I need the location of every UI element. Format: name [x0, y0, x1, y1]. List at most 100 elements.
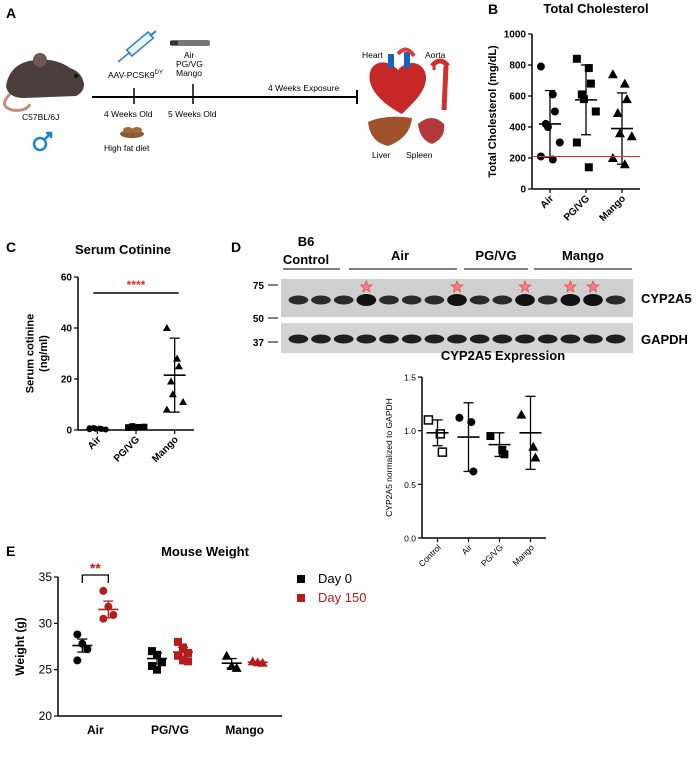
organ-spleen-label: Spleen [406, 150, 433, 160]
data-point [591, 107, 600, 116]
data-point [516, 409, 527, 419]
y-axis-label: Total Cholesterol (mg/dL) [487, 45, 499, 178]
legend-marker [297, 594, 305, 602]
x-tick-label: Air [459, 542, 474, 557]
organ-liver-label: Liver [372, 150, 391, 160]
data-point [586, 79, 595, 88]
data-point [548, 90, 557, 99]
cyp2a5-band [356, 294, 377, 306]
data-point [612, 108, 623, 118]
cyp2a5-band [537, 295, 558, 305]
injection-label: AAV-PCSK9DY [108, 70, 163, 80]
gapdh-band [583, 334, 603, 344]
data-point [572, 54, 581, 63]
y-tick-label: 20 [39, 709, 53, 723]
panel-a-label: A [6, 5, 16, 21]
data-point [179, 397, 188, 405]
panel-e-label: E [6, 543, 15, 559]
data-point [498, 445, 507, 454]
y-tick-label: 1.0 [404, 426, 416, 436]
cyp2a5-band [333, 295, 354, 305]
y-tick-label: 30 [39, 616, 53, 630]
gapdh-band [424, 334, 445, 344]
data-point [174, 637, 182, 646]
gapdh-band [333, 334, 354, 344]
significance-bracket [81, 574, 109, 583]
data-point [530, 452, 541, 462]
cyp2a5-band [401, 295, 422, 305]
data-point [109, 610, 118, 619]
x-tick-label: Air [86, 434, 104, 452]
food-pellets-icon [120, 127, 144, 138]
y-tick-label: 20 [61, 375, 73, 386]
x-tick-label: Air [87, 723, 104, 737]
data-point [621, 94, 632, 104]
blot-group-control: Control [283, 252, 329, 267]
significance-stars: **** [127, 278, 146, 292]
y-tick-label: 40 [61, 324, 73, 335]
data-point [455, 413, 464, 422]
data-point [584, 163, 593, 172]
syringe-icon [117, 30, 157, 63]
data-point [435, 429, 446, 439]
legend-marker [297, 575, 305, 583]
gapdh-band [605, 334, 626, 344]
x-tick-label: PG/VG [479, 542, 505, 568]
significance-stars: ** [90, 560, 101, 576]
data-point [167, 377, 176, 385]
age-4-weeks: 4 Weeks Old [104, 109, 153, 119]
diet-label: High fat diet [104, 143, 150, 153]
organ-aorta-label: Aorta [425, 50, 446, 60]
exposure-duration: 4 Weeks Exposure [268, 83, 339, 93]
y-tick-label: 0 [520, 185, 526, 196]
data-point [99, 614, 108, 623]
cyp2a5-band [447, 294, 467, 306]
data-point [174, 362, 183, 370]
highlight-star-icon [586, 279, 600, 293]
cyp2a5-band [560, 294, 581, 306]
x-tick-label: PG/VG [562, 193, 592, 223]
data-point [467, 418, 476, 427]
cyp2a5-band [311, 295, 331, 305]
panel-a: A C57BL/6J AAV-PCSK9DY Air [3, 5, 450, 160]
y-tick-label: 0.5 [404, 480, 416, 490]
cyp2a5-band [583, 294, 603, 306]
blot-group-b6: B6 [298, 234, 315, 249]
data-point [577, 90, 586, 99]
x-tick-label: Mango [598, 193, 629, 224]
data-point [486, 432, 495, 441]
gapdh-band [288, 334, 309, 344]
gapdh-band [537, 334, 558, 344]
x-tick-label: Mango [510, 542, 536, 568]
data-point [619, 78, 630, 88]
exposure-air: Air [184, 50, 195, 60]
cyp2a5-band [515, 294, 535, 306]
data-point [168, 390, 177, 398]
chart-c-title: Serum Cotinine [75, 242, 171, 257]
mw-50: 50 [253, 314, 265, 325]
data-point [607, 69, 618, 79]
data-point [162, 405, 171, 413]
data-point [572, 138, 581, 147]
data-point [162, 324, 171, 331]
gapdh-band [401, 334, 422, 344]
panel-b: B Total Cholesterol 02004006008001000Tot… [487, 1, 649, 224]
data-point [550, 107, 559, 116]
panel-d: D B6 Control Air PG/VG Mango 75 50 37 CY… [231, 234, 692, 569]
highlight-star-icon [359, 279, 374, 293]
mw-75: 75 [253, 281, 265, 292]
x-tick-label: Control [416, 542, 443, 569]
cyp2a5-band [492, 295, 513, 305]
chart-e-title: Mouse Weight [161, 544, 250, 559]
highlight-star-icon [563, 279, 578, 293]
data-point [83, 645, 92, 654]
gapdh-band [311, 334, 331, 344]
y-tick-label: 200 [509, 154, 526, 165]
aorta-icon [430, 58, 450, 111]
male-symbol-icon [32, 131, 53, 152]
band-label-gapdh: GAPDH [641, 332, 688, 347]
